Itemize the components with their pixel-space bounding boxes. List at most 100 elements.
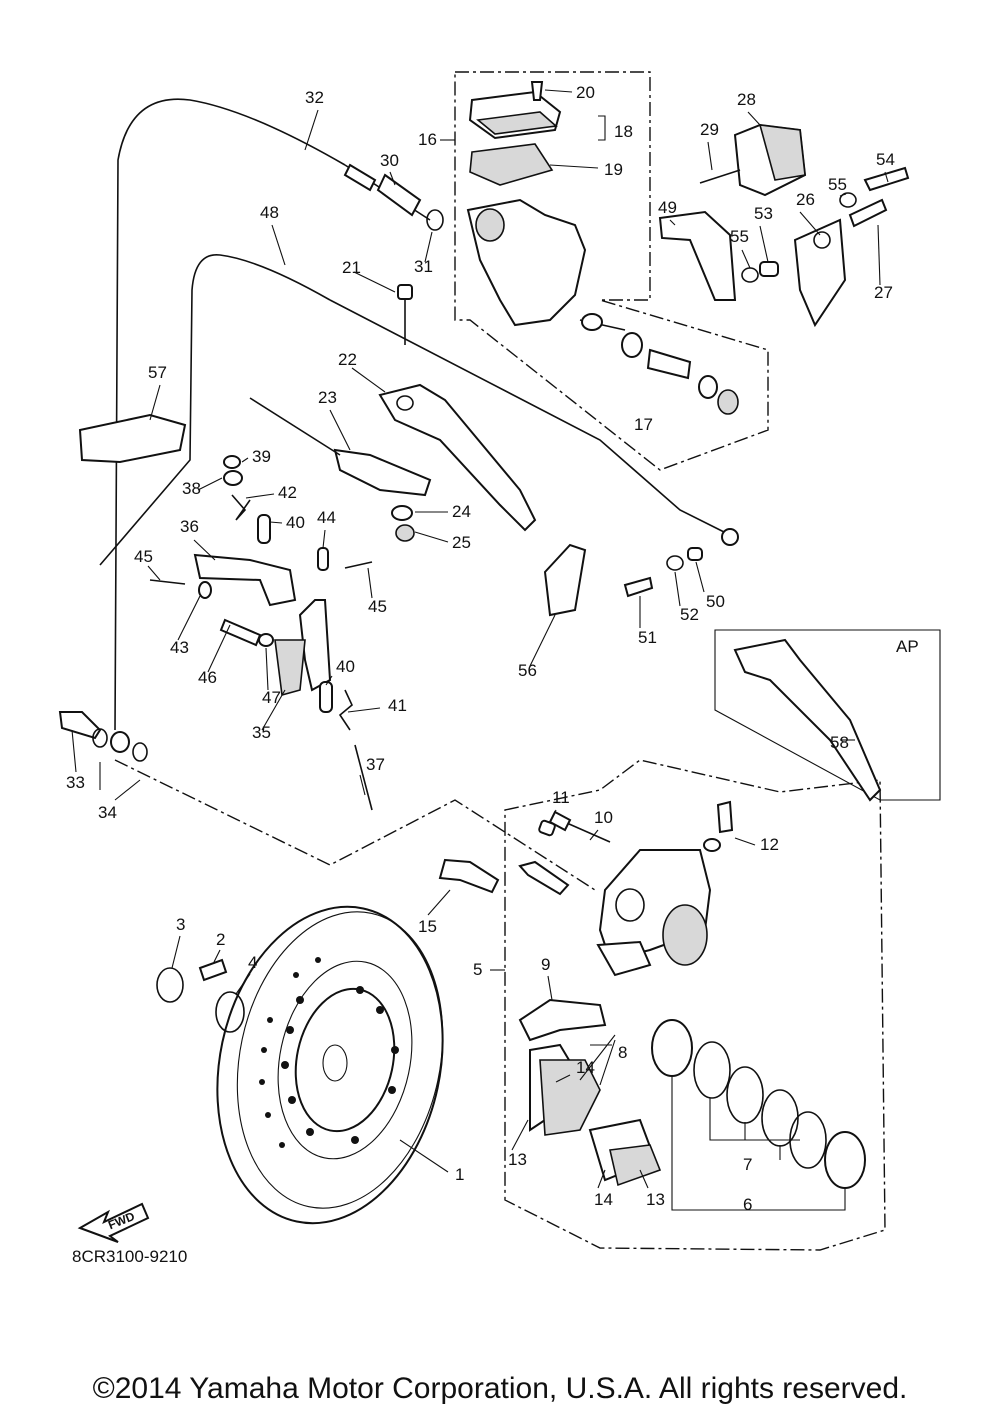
banjo-bolt [58, 711, 500, 894]
copyright-notice: ©2014 Yamaha Motor Corporation, U.S.A. A… [92, 1372, 908, 1405]
part-callout-7: 7 [743, 1155, 752, 1174]
part-callout-39: 39 [252, 447, 271, 466]
part-callout-32: 32 [305, 88, 324, 107]
part-callout-54: 54 [876, 150, 895, 169]
part-callout-57: 57 [148, 363, 167, 382]
part-callout-30: 30 [380, 151, 399, 170]
callout-leader [389, 171, 396, 186]
callout-leader [367, 567, 373, 599]
part-callout-28: 28 [737, 90, 756, 109]
part-callout-20: 20 [576, 83, 595, 102]
brake-lever [378, 284, 537, 532]
part-callout-29: 29 [700, 120, 719, 139]
part-callout-48: 48 [260, 203, 279, 222]
callout-leader [747, 111, 761, 126]
part-callout-31: 31 [414, 257, 433, 276]
inset-label: AP [896, 637, 919, 656]
callout-leader [71, 729, 77, 773]
part-callout-13: 13 [646, 1190, 665, 1209]
brake-disc [216, 905, 444, 1225]
callout-leader [241, 457, 249, 463]
callout-leader [353, 271, 396, 293]
callout-leader [544, 89, 573, 93]
callout-leader [414, 531, 449, 543]
part-callout-51: 51 [638, 628, 657, 647]
brake-linkage [149, 455, 373, 811]
part-callout-41: 41 [388, 696, 407, 715]
part-callout-55: 55 [828, 175, 847, 194]
callout-leader [555, 1074, 571, 1083]
callout-leader [669, 219, 676, 226]
part-callout-16: 16 [418, 130, 437, 149]
key [198, 958, 228, 982]
part-callout-45: 45 [368, 597, 387, 616]
callout-leader [674, 571, 681, 607]
callout-leader [839, 193, 847, 197]
callout-leader [589, 829, 599, 841]
callout-leader [549, 809, 557, 823]
part-callout-10: 10 [594, 808, 613, 827]
callout-leader [261, 689, 286, 731]
part-callout-45: 45 [134, 547, 153, 566]
callout-leader [597, 1169, 606, 1189]
part-callout-18: 18 [614, 122, 633, 141]
part-callout-40: 40 [336, 657, 355, 676]
part-callout-4: 4 [248, 953, 257, 972]
part-callout-40: 40 [286, 513, 305, 532]
fwd-arrow-icon: FWD [77, 1202, 150, 1243]
callout-leader [149, 384, 161, 421]
part-callout-50: 50 [706, 592, 725, 611]
part-callout-47: 47 [262, 688, 281, 707]
part-callout-22: 22 [338, 350, 357, 369]
part-callout-14: 14 [576, 1058, 595, 1077]
callout-leader [325, 675, 333, 686]
brake-assembly-diagram: FWD [58, 71, 941, 1266]
part-callout-35: 35 [252, 723, 271, 742]
part-callout-21: 21 [342, 258, 361, 277]
callout-leader [171, 935, 181, 969]
part-callout-13: 13 [508, 1150, 527, 1169]
callout-leader [322, 529, 326, 549]
part-callout-1: 1 [455, 1165, 464, 1184]
part-callout-23: 23 [318, 388, 337, 407]
callout-bracket [671, 1076, 846, 1211]
callout-leader [193, 539, 216, 561]
part-callout-58: 58 [830, 733, 849, 752]
part-callout-2: 2 [216, 930, 225, 949]
part-callout-17: 17 [634, 415, 653, 434]
part-callout-52: 52 [680, 605, 699, 624]
callout-leader [759, 225, 769, 263]
brake-switch [699, 123, 807, 197]
callout-leader [245, 493, 275, 499]
part-callout-27: 27 [874, 283, 893, 302]
callout-leader [427, 889, 451, 916]
part-callout-12: 12 [760, 835, 779, 854]
drawing-code: 8CR3100-9210 [72, 1247, 187, 1266]
part-callout-24: 24 [452, 502, 471, 521]
part-callout-37: 37 [366, 755, 385, 774]
callout-leader [511, 1119, 529, 1151]
callout-leader [799, 211, 821, 236]
inset-ap: AP [714, 629, 941, 802]
callout-bracket [579, 1034, 616, 1086]
misc-fasteners [543, 543, 703, 617]
callout-leader [207, 624, 231, 673]
callout-leader [639, 1169, 649, 1189]
circlip [156, 967, 184, 1003]
callout-leader [235, 973, 251, 995]
part-callout-53: 53 [754, 204, 773, 223]
part-callout-42: 42 [278, 483, 297, 502]
callout-leader [304, 109, 319, 151]
part-callout-33: 33 [66, 773, 85, 792]
part-callout-43: 43 [170, 638, 189, 657]
brake-cables [99, 98, 739, 731]
part-callout-6: 6 [743, 1195, 752, 1214]
callout-leader [177, 595, 201, 641]
part-callout-49: 49 [658, 198, 677, 217]
callout-leader [147, 565, 161, 581]
callout-leader [547, 975, 553, 1001]
master-cylinder-assembly [426, 71, 769, 471]
washer [215, 991, 245, 1033]
